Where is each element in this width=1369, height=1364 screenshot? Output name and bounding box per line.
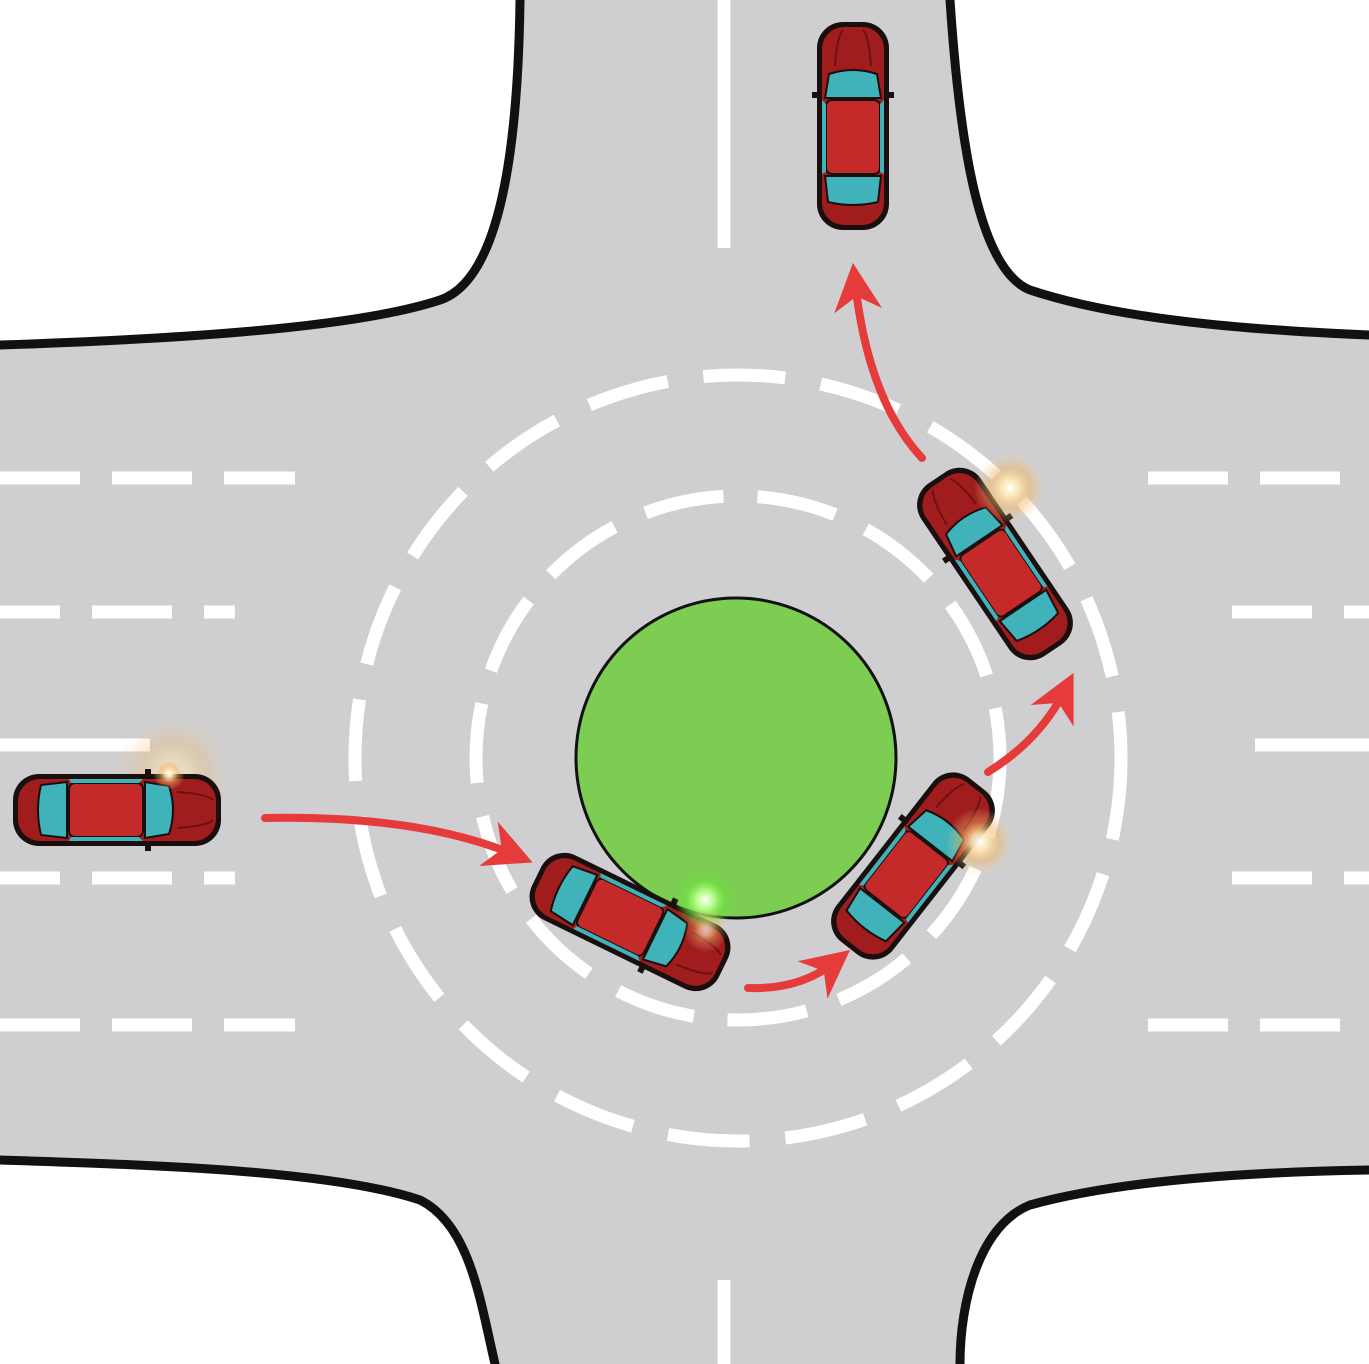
indicator-light-icon: [153, 758, 185, 790]
curb-southwest: [0, 1155, 500, 1364]
car-departed: [811, 21, 895, 231]
indicator-light-icon: [946, 808, 1014, 876]
curb-northeast: [945, 0, 1369, 340]
arrow-circulate: [744, 950, 850, 999]
curb-southeast: [955, 1165, 1369, 1364]
arrow-ring: [984, 672, 1074, 776]
path-arrows: [261, 262, 1074, 999]
inner-ring: [469, 489, 1007, 1027]
arrow-exit: [834, 262, 926, 462]
central-island: [574, 596, 898, 920]
roundabout-rings: [348, 368, 1128, 1148]
outer-ring: [348, 368, 1128, 1148]
indicator-light-warm-icon: [684, 908, 728, 952]
car-approach: [12, 715, 232, 852]
indicator-light-icon: [974, 452, 1046, 524]
curb-northwest: [0, 0, 525, 350]
arrow-approach: [261, 813, 533, 866]
